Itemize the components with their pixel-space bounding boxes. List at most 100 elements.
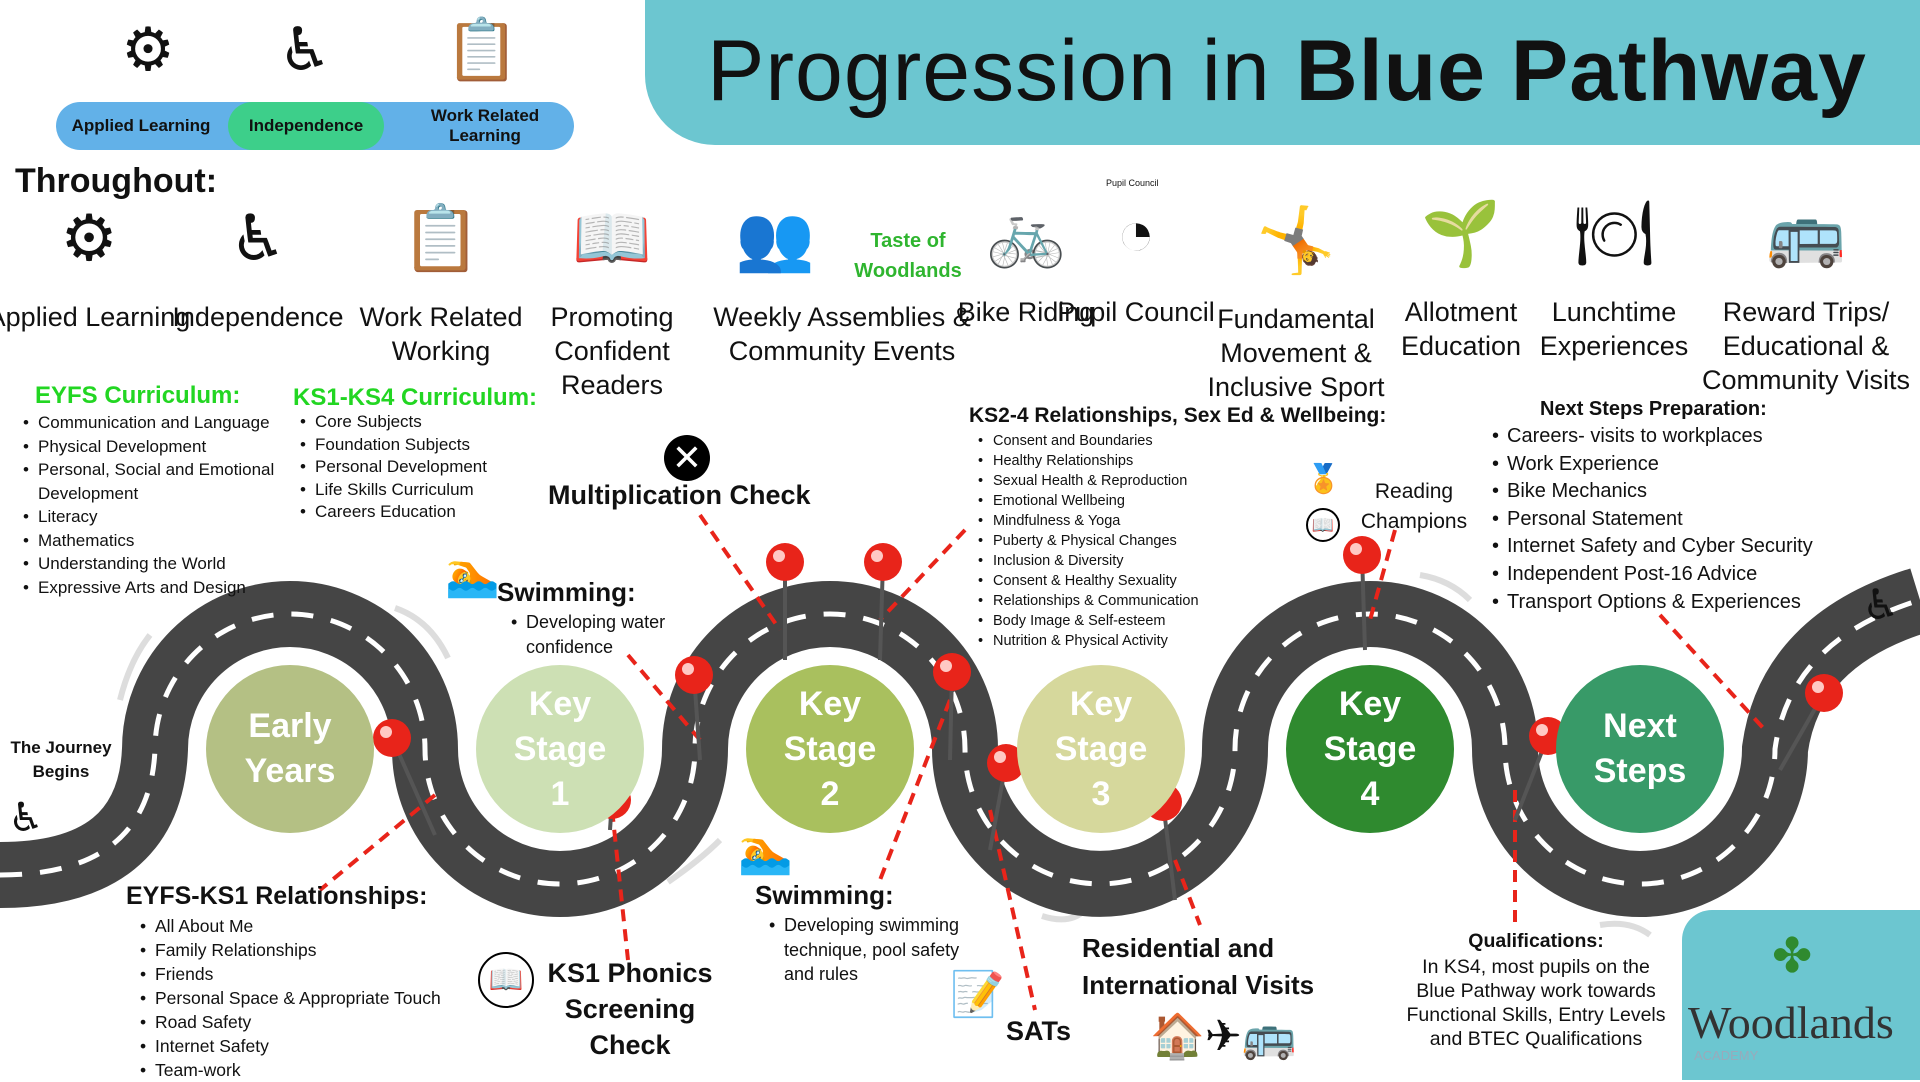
eyfs-ks1-relationships-heading: EYFS-KS1 Relationships: — [126, 882, 428, 910]
map-pin-icon — [987, 744, 1025, 851]
list-item: Literacy — [23, 505, 283, 529]
swimming-2-heading: Swimming: — [755, 880, 894, 910]
swimming-2-list: Developing swimming technique, pool safe… — [769, 913, 989, 987]
work-document-icon: 📋 — [401, 202, 481, 274]
next-steps-prep-list: Careers- visits to workplacesWork Experi… — [1492, 423, 1813, 616]
logo-name: Woodlands — [1688, 997, 1894, 1048]
page-title: Progression in Blue Pathway — [707, 23, 1867, 119]
map-pin-icon — [766, 543, 804, 660]
throughout-item: Promoting Confident Readers — [550, 302, 674, 400]
sport-icon: 🤸 — [1256, 204, 1336, 276]
logo-sub: ACADEMY — [1694, 1048, 1759, 1063]
list-item: Expressive Arts and Design — [23, 576, 283, 600]
list-item: Independent Post-16 Advice — [1492, 561, 1813, 589]
list-item: Emotional Wellbeing — [978, 491, 1199, 511]
list-item: Nutrition & Physical Activity — [978, 631, 1199, 651]
list-item: Road Safety — [140, 1010, 441, 1034]
list-item: Internet Safety and Cyber Security — [1492, 533, 1813, 561]
sats-label: SATs — [1006, 1016, 1072, 1046]
list-item: Puberty & Physical Changes — [978, 531, 1199, 551]
allotment-icon: 🌱 — [1421, 197, 1501, 269]
list-item: Understanding the World — [23, 552, 283, 576]
title-banner: Progression in Blue Pathway — [645, 0, 1920, 145]
list-item: Careers- visits to workplaces — [1492, 423, 1813, 451]
list-item: Life Skills Curriculum — [300, 479, 487, 502]
swimmer-icon-2: 🏊 — [738, 827, 793, 876]
phonics-book-icon: 📖 — [478, 952, 534, 1008]
list-item: Personal Statement — [1492, 506, 1813, 534]
pupil-council-logo: Pupil Council — [1106, 178, 1159, 188]
eyfs-curriculum-heading: EYFS Curriculum: — [35, 382, 241, 409]
independence-people-icon: ♿ — [278, 16, 332, 83]
throughout-item: Applied Learning — [0, 302, 191, 332]
rse-list: Consent and BoundariesHealthy Relationsh… — [978, 431, 1199, 651]
throughout-heading: Throughout: — [15, 162, 218, 200]
list-item: Core Subjects — [300, 411, 487, 434]
top-pill-bar: Applied Learning Independence Work Relat… — [56, 102, 574, 150]
list-item: Personal Space & Appropriate Touch — [140, 986, 441, 1010]
list-item: Mathematics — [23, 529, 283, 553]
independence-people-icon: ♿ — [229, 202, 287, 274]
list-item: Work Experience — [1492, 451, 1813, 479]
list-item: All About Me — [140, 914, 441, 938]
list-item: Inclusion & Diversity — [978, 551, 1199, 571]
list-item: Developing swimming technique, pool safe… — [769, 913, 989, 987]
direction-arrows — [117, 572, 1652, 938]
throughout-item: Fundamental Movement & Inclusive Sport — [1207, 304, 1385, 402]
map-pin-icon — [864, 543, 902, 661]
throughout-item: Pupil Council — [1057, 297, 1215, 327]
list-item: Careers Education — [300, 501, 487, 524]
multiplication-check-label: Multiplication Check — [548, 480, 811, 510]
woodlands-logo: ✤ Woodlands ACADEMY — [1682, 910, 1920, 1080]
swimming-list: Developing water confidence — [511, 610, 691, 660]
list-item: Transport Options & Experiences — [1492, 589, 1813, 617]
connector-lines — [318, 513, 1767, 1011]
list-item: Developing water confidence — [511, 610, 691, 660]
map-pin-icon — [675, 656, 713, 761]
pill-work-related-learning: Work Related Learning — [430, 106, 540, 145]
pupil-council-icon: ◔ — [1116, 197, 1156, 269]
rse-heading: KS2-4 Relationships, Sex Ed & Wellbeing: — [969, 404, 1387, 427]
map-pin-icon — [1778, 674, 1843, 771]
work-document-icon: 📋 — [444, 16, 520, 83]
list-item: Relationships & Communication — [978, 591, 1199, 611]
list-item: Friends — [140, 962, 441, 986]
close-x-icon: ✕ — [664, 435, 710, 481]
ks-curriculum-heading: KS1-KS4 Curriculum: — [293, 384, 538, 411]
pill-applied-learning: Applied Learning — [71, 116, 211, 135]
list-item: Team-work — [140, 1058, 441, 1082]
list-item: Mindfulness & Yoga — [978, 511, 1199, 531]
gear-lightbulb-icon: ⚙ — [60, 202, 118, 274]
journey-people-icon: ♿ — [8, 796, 44, 840]
gear-lightbulb-icon: ⚙ — [121, 16, 175, 83]
assembly-icon: 👥 — [735, 202, 815, 274]
list-item: Personal Development — [300, 456, 487, 479]
throughout-item: Reward Trips/ Educational & Community Vi… — [1701, 297, 1911, 395]
throughout-item: Bike Riding — [957, 297, 1095, 327]
pins — [373, 536, 1843, 901]
independence-arrow-icon: ♿ — [1862, 581, 1900, 628]
qualifications-heading: Qualifications: — [1468, 930, 1604, 952]
taste-of-woodlands-logo: Taste of Woodlands — [854, 230, 962, 282]
home-plane-bus-icon: 🏠✈🚌 — [1150, 1012, 1297, 1061]
map-pin-icon — [1343, 536, 1381, 651]
ks-curriculum-list: Core SubjectsFoundation SubjectsPersonal… — [300, 411, 487, 524]
bike-icon: 🚲 — [986, 197, 1066, 269]
throughout-item: Lunchtime Experiences — [1539, 297, 1689, 361]
book-icon: 📖 — [572, 202, 652, 274]
qualifications-text: In KS4, most pupils on the Blue Pathway … — [1406, 956, 1666, 1050]
throughout-item: Work Related Working — [359, 302, 523, 366]
map-pin-icon — [373, 719, 437, 836]
list-item: Personal, Social and Emotional Developme… — [23, 458, 283, 505]
list-item: Sexual Health & Reproduction — [978, 471, 1199, 491]
swimming-heading: Swimming: — [497, 577, 636, 607]
map-pin-icon — [933, 653, 971, 761]
